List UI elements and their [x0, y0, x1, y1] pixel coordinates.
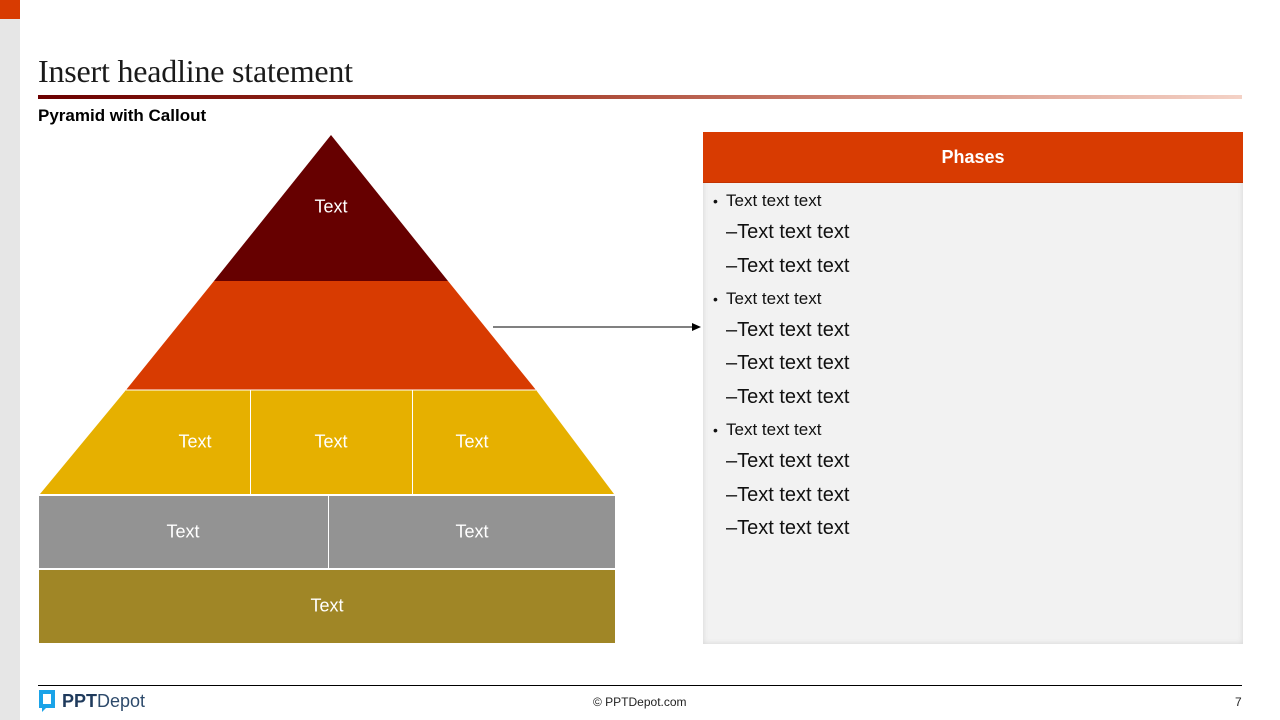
footer-divider — [38, 685, 1242, 686]
tier-1-label: Text — [314, 196, 348, 217]
list-item: –Text text text — [726, 319, 850, 341]
list-item: –Text text text — [726, 255, 850, 277]
pyramid-tier-4-segment-1[interactable] — [39, 496, 328, 568]
tier-4-label-2: Text — [455, 521, 489, 542]
list-item: •Text text text — [713, 289, 822, 308]
callout-arrow — [493, 323, 701, 331]
pyramid-tier-2[interactable] — [126, 281, 536, 390]
pyramid-tier-1[interactable] — [214, 135, 448, 281]
pyramid-tier-5[interactable] — [39, 570, 615, 643]
left-accent-block — [0, 0, 20, 19]
pyramid-tier-4-segment-2[interactable] — [329, 496, 615, 568]
tier-5-label: Text — [310, 595, 344, 616]
pptdepot-logo: PPTDepot — [38, 689, 145, 713]
page-title: Insert headline statement — [38, 53, 353, 89]
callout-header: Phases — [703, 132, 1243, 183]
tier-4-label-1: Text — [166, 521, 200, 542]
pyramid-tier-3-segment-3[interactable] — [413, 390, 614, 494]
tier-3-label-3: Text — [455, 431, 489, 452]
list-item: –Text text text — [726, 450, 850, 472]
list-item: •Text text text — [713, 191, 822, 210]
pyramid-diagram — [39, 135, 615, 643]
list-item: –Text text text — [726, 517, 850, 539]
slide-subtitle: Pyramid with Callout — [38, 106, 207, 125]
list-item: –Text text text — [726, 386, 850, 408]
list-item: •Text text text — [713, 420, 822, 439]
tier-3-label-2: Text — [314, 431, 348, 452]
callout-panel: Phases •Text text text –Text text text –… — [703, 132, 1243, 644]
copyright-text: © PPTDepot.com — [593, 695, 687, 709]
logo-text: PPTDepot — [62, 690, 146, 711]
page-number: 7 — [1235, 695, 1242, 709]
pyramid-tier-3-segment-1[interactable] — [40, 390, 250, 494]
logo-mark-icon — [39, 690, 55, 712]
left-rail — [0, 0, 20, 720]
pyramid-tier-3-segment-2[interactable] — [251, 390, 412, 494]
tier-3-label-1: Text — [178, 431, 212, 452]
list-item: –Text text text — [726, 221, 850, 243]
list-item: –Text text text — [726, 484, 850, 506]
list-item: –Text text text — [726, 352, 850, 374]
headline-divider — [38, 95, 1242, 99]
